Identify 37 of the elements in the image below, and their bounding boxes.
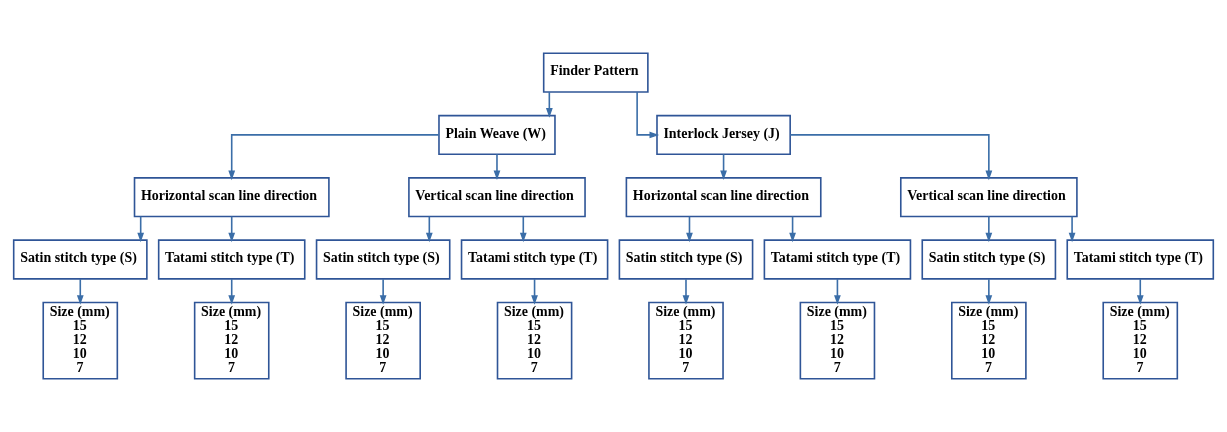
arrow [228, 134, 440, 181]
node-box: Tatami stitch type (T) [763, 239, 912, 280]
arrow [985, 278, 993, 305]
node-box: Satin stitch type (S) [315, 239, 451, 280]
node-box: Size (mm) 15 12 10 7 [345, 301, 421, 380]
arrow [789, 134, 993, 181]
arrow [1068, 215, 1076, 243]
node-box: Size (mm) 15 12 10 7 [799, 301, 876, 380]
node-box: Interlock Jersey (J) [656, 114, 791, 156]
node-box: Tatami stitch type (T) [460, 239, 609, 280]
node-box: Size (mm) 15 12 10 7 [1102, 301, 1179, 380]
node-box: Size (mm) 15 12 10 7 [951, 301, 1027, 380]
node-box: Size (mm) 15 12 10 7 [42, 301, 119, 380]
node-box: Size (mm) 15 12 10 7 [193, 301, 270, 380]
node-box: Size (mm) 15 12 10 7 [496, 301, 573, 380]
node-box: Satin stitch type (S) [12, 239, 148, 280]
node-box: Finder Pattern [542, 52, 649, 93]
node-box: Tatami stitch type (T) [1066, 239, 1215, 280]
node-box: Satin stitch type (S) [618, 239, 754, 280]
arrow [493, 153, 501, 181]
node-box: Satin stitch type (S) [921, 239, 1057, 280]
arrow [519, 215, 527, 243]
arrow [228, 278, 236, 305]
node-box: Vertical scan line direction [899, 177, 1078, 218]
arrow [636, 91, 660, 139]
arrow [379, 278, 387, 305]
arrow [1136, 278, 1144, 305]
node-box: Plain Weave (W) [438, 114, 556, 156]
arrow [985, 215, 993, 243]
node-box: Vertical scan line direction [408, 177, 586, 218]
node-box: Tatami stitch type (T) [157, 239, 306, 280]
node-box: Size (mm) 15 12 10 7 [648, 301, 724, 380]
node-box: Horizontal scan line direction [625, 177, 822, 218]
node-box: Horizontal scan line direction [133, 177, 330, 218]
arrow [682, 278, 690, 305]
arrow [228, 215, 236, 243]
arrow [76, 278, 84, 305]
